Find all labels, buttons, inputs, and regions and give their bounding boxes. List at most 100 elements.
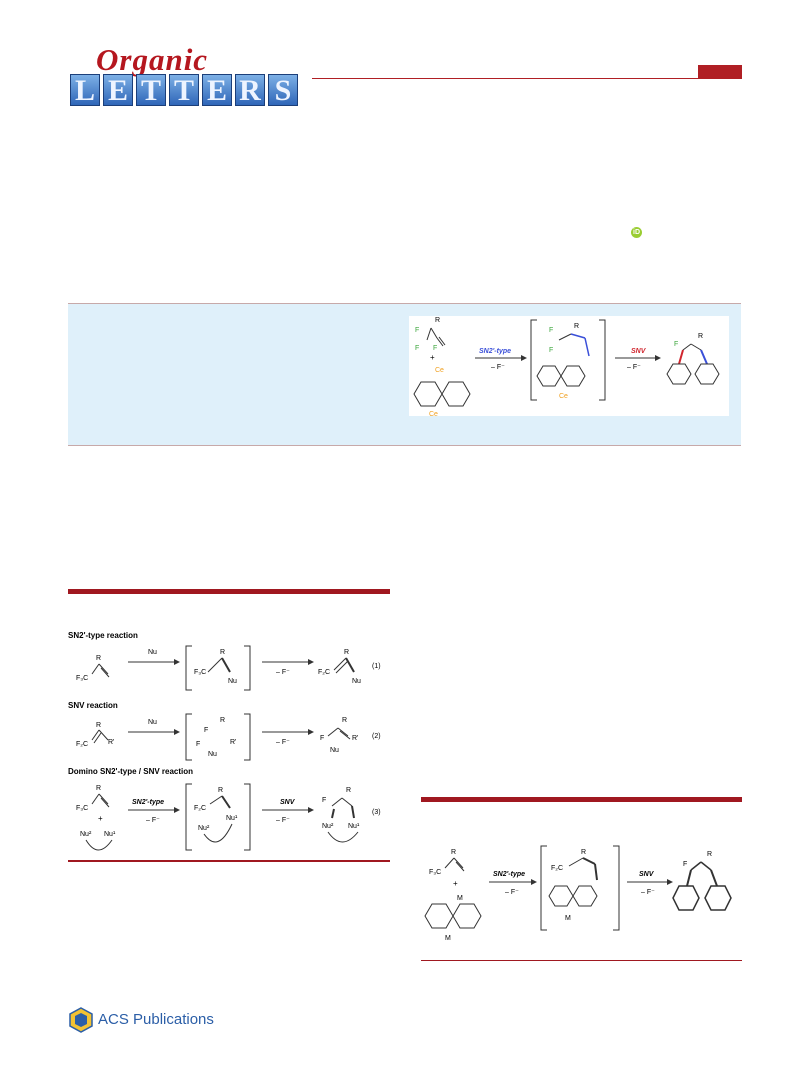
fig1-r2-loss: – F⁻ <box>276 739 290 746</box>
fig1-r2-rprime: R' <box>108 739 114 746</box>
fig1-r3-r: R <box>96 785 101 792</box>
fig1-r1-int-f3c: F₃C <box>194 669 206 676</box>
figure2-top-rule <box>421 797 742 802</box>
fig1-r2-prod-r: R <box>342 717 347 724</box>
toc-ce-label-2: Ce <box>429 411 438 416</box>
fig1-r1-int-r: R <box>220 649 225 656</box>
toc-prod-f: F <box>674 341 678 348</box>
fig1-r3-nu2: Nu² <box>80 831 92 838</box>
logo-letter: E <box>103 74 133 107</box>
toc-loss-1: – F⁻ <box>491 364 505 371</box>
fig1-r2-int-rprime: R' <box>230 739 236 746</box>
fig1-r3-plus: + <box>98 814 103 823</box>
toc-f-label-1: F <box>415 327 419 334</box>
acs-publications-text: ACS Publications <box>98 1011 214 1028</box>
fig1-row3-title: Domino SN2'-type / SNV reaction <box>68 767 193 776</box>
fig1-r1-prod-f2c: F₂C <box>318 669 330 676</box>
fig1-row1-number: (1) <box>372 663 381 670</box>
fig2-m-top: M <box>457 895 463 902</box>
fig2-int-r: R <box>581 849 586 856</box>
figure1-scheme: SN2'-type reaction R F₃C Nu R F₃C Nu – F… <box>68 628 390 858</box>
figure2-scheme: R F₃C + M M SN2'-type – F⁻ R F₂C M SNV –… <box>421 840 742 958</box>
toc-int-r: R <box>574 323 579 330</box>
fig1-r3-int-f2c: F₂C <box>194 805 206 812</box>
fig1-r3-nu1: Nu¹ <box>104 831 116 838</box>
logo-letter: S <box>268 74 298 107</box>
fig2-f3c: F₃C <box>429 869 441 876</box>
journal-logo-letters: L E T T E R S <box>70 74 298 107</box>
fig2-int-f2c: F₂C <box>551 865 563 872</box>
logo-letter: R <box>235 74 265 107</box>
fig1-r3-prod-f: F <box>322 797 326 804</box>
fig1-r2-r: R <box>96 722 101 729</box>
toc-prod-r: R <box>698 333 703 340</box>
toc-sn2-label: SN2'-type <box>479 348 511 355</box>
fig2-int-m: M <box>565 915 571 922</box>
toc-int-ce: Ce <box>559 393 568 400</box>
fig2-loss2: – F⁻ <box>641 889 655 896</box>
toc-r-label: R <box>435 317 440 324</box>
journal-logo: Organic L E T T E R S <box>70 42 310 108</box>
fig2-plus: + <box>453 879 458 888</box>
fig1-row3-number: (3) <box>372 809 381 816</box>
journal-logo-script: Organic <box>96 42 209 77</box>
toc-f-label-2: F <box>415 345 419 352</box>
fig2-prod-r: R <box>707 851 712 858</box>
logo-letter: T <box>169 74 199 107</box>
toc-int-f-1: F <box>549 327 553 334</box>
acs-hexagon-icon <box>69 1007 93 1033</box>
fig1-r2-int-nu: Nu <box>208 751 217 758</box>
orcid-icon[interactable]: iD <box>631 227 642 238</box>
fig1-r2-prod-rprime: R' <box>352 735 358 742</box>
fig1-r1-prod-nu: Nu <box>352 678 361 685</box>
toc-int-f-2: F <box>549 347 553 354</box>
fig1-r2-prod-nu: Nu <box>330 747 339 754</box>
fig1-r3-prod-r: R <box>346 787 351 794</box>
fig1-r2-int-f1: F <box>204 727 208 734</box>
fig1-r3-loss1: – F⁻ <box>146 817 160 824</box>
fig1-r3-prod-nu1: Nu¹ <box>348 823 360 830</box>
fig1-r1-f3c: F₃C <box>76 675 88 682</box>
header-badge <box>698 65 742 79</box>
logo-letter: T <box>136 74 166 107</box>
fig1-r3-prod-nu2: Nu² <box>322 823 334 830</box>
fig2-r: R <box>451 849 456 856</box>
toc-loss-2: – F⁻ <box>627 364 641 371</box>
logo-letter: L <box>70 74 100 107</box>
fig1-r2-int-f2: F <box>196 741 200 748</box>
fig2-snv: SNV <box>639 871 655 878</box>
figure2-bottom-rule <box>421 960 742 961</box>
fig1-r1-r: R <box>96 655 101 662</box>
fig1-r2-f2c: F₂C <box>76 741 88 748</box>
fig1-r1-prod-r: R <box>344 649 349 656</box>
fig1-r1-loss: – F⁻ <box>276 669 290 676</box>
fig2-sn2: SN2'-type <box>493 871 525 878</box>
fig1-row2-title: SNV reaction <box>68 701 118 710</box>
fig1-row1-title: SN2'-type reaction <box>68 631 138 640</box>
figure1-top-rule <box>68 589 390 594</box>
figure1-bottom-rule <box>68 860 390 862</box>
toc-graphic: R F F F + Ce Ce SN2'-type – F⁻ F F R Ce … <box>409 316 729 418</box>
logo-letter: E <box>202 74 232 107</box>
toc-ce-label-1: Ce <box>435 367 444 374</box>
fig1-r3-int-nu2: Nu² <box>198 825 210 832</box>
fig2-loss1: – F⁻ <box>505 889 519 896</box>
fig1-r3-int-r: R <box>218 787 223 794</box>
fig1-r1-nu: Nu <box>148 649 157 656</box>
fig1-r3-loss2: – F⁻ <box>276 817 290 824</box>
fig1-r2-nu: Nu <box>148 719 157 726</box>
fig1-r3-int-nu1: Nu¹ <box>226 815 238 822</box>
toc-f-label-3: F <box>433 345 437 352</box>
fig1-r3-f3c: F₃C <box>76 805 88 812</box>
fig1-r3-sn2: SN2'-type <box>132 799 164 806</box>
fig2-m-bot: M <box>445 935 451 942</box>
acs-publications-logo[interactable]: ACS Publications <box>68 1006 248 1036</box>
fig2-prod-f: F <box>683 861 687 868</box>
fig1-row2-number: (2) <box>372 733 381 740</box>
fig1-r1-int-nu: Nu <box>228 678 237 685</box>
fig1-r3-snv: SNV <box>280 799 296 806</box>
toc-plus: + <box>430 353 435 362</box>
toc-snv-label: SNV <box>631 348 647 355</box>
fig1-r2-prod-f: F <box>320 735 324 742</box>
fig1-r2-int-r: R <box>220 717 225 724</box>
